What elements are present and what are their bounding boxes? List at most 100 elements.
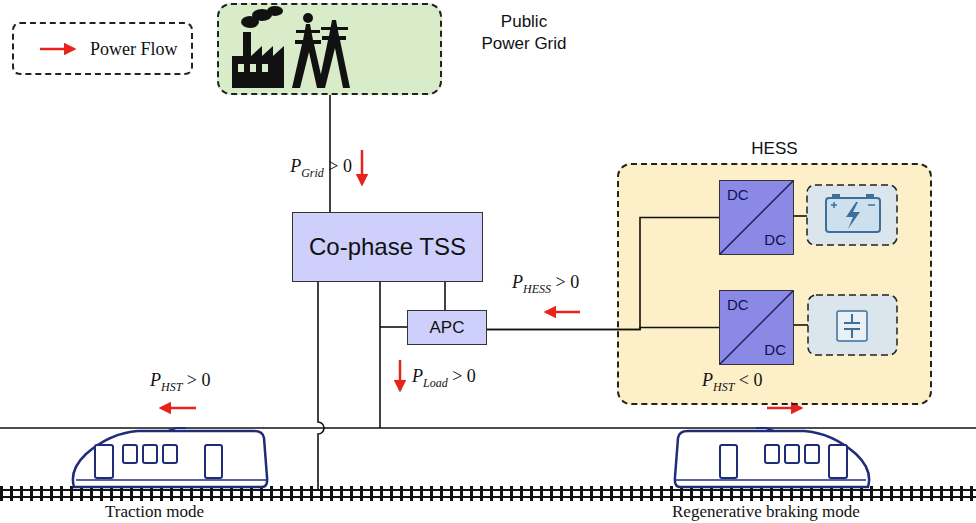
battery-unit [807, 185, 897, 245]
converter-diagonal [720, 291, 793, 364]
train-braking [805, 445, 819, 463]
wire [0, 216, 976, 490]
wire [379, 282, 381, 428]
symbol-letter: P [512, 272, 523, 292]
battery-unit [807, 185, 897, 245]
dcdc-converter: DC DC [719, 180, 794, 255]
train-braking [756, 428, 774, 431]
converter-diagonal [720, 181, 793, 254]
capacitor-unit [808, 295, 897, 355]
hess-ground [617, 163, 932, 405]
train-braking [676, 479, 866, 481]
dcdc-converter: DC DC [719, 290, 794, 365]
train-braking [765, 445, 779, 463]
train-braking [829, 445, 847, 478]
power-symbol: PGrid > 0 [290, 156, 352, 183]
symbol-letter: P [150, 370, 161, 390]
apc-box: APC [407, 310, 487, 345]
train-traction [73, 431, 267, 487]
power-flow-arrow [161, 407, 196, 410]
capacitor-unit [837, 311, 867, 341]
train-traction [73, 428, 267, 487]
battery-unit [832, 194, 840, 198]
train-braking [785, 445, 799, 463]
symbol-subscript: Grid [301, 166, 324, 180]
power-plant-icon [267, 6, 283, 16]
region-heading: HESS [619, 138, 930, 160]
power-symbol: PHESS > 0 [512, 272, 579, 299]
power-flow-arrow [161, 150, 801, 408]
wire [380, 326, 407, 328]
power-symbol: PHST > 0 [150, 370, 211, 397]
capacitor-unit [808, 295, 897, 355]
grid-region: Public Power Grid [217, 3, 442, 95]
train-braking [675, 428, 869, 487]
train-traction [143, 445, 157, 463]
mode-caption: Traction mode [105, 502, 204, 522]
legend-arrow-sample [38, 38, 82, 60]
symbol-relation: > 0 [182, 370, 210, 390]
battery-unit [826, 198, 880, 232]
power-line [487, 218, 719, 330]
pylon-icon [292, 24, 324, 88]
train-traction [168, 428, 186, 431]
converter-label: DC [764, 232, 786, 248]
power-flow-arrow [399, 360, 402, 390]
pylon-icon [318, 20, 350, 88]
power-symbol: PHST < 0 [702, 370, 763, 397]
symbol-letter: P [702, 370, 713, 390]
power-plant-icon [238, 64, 244, 72]
battery-unit [831, 202, 875, 208]
symbol-letter: P [290, 156, 301, 176]
symbol-relation: > 0 [551, 272, 579, 292]
wire [0, 427, 976, 429]
power-plant-icon [232, 32, 284, 88]
symbol-relation: > 0 [324, 156, 352, 176]
battery-unit [846, 202, 860, 229]
wire [792, 215, 807, 217]
converter-label: DC [764, 342, 786, 358]
battery-unit [866, 194, 874, 198]
legend-box: Power Flow [12, 22, 193, 75]
power-line [487, 328, 719, 330]
power-symbol: PLoad > 0 [412, 366, 476, 393]
hess-region: HESSDCDCDCDC [617, 163, 932, 405]
symbol-relation: < 0 [734, 370, 762, 390]
train-traction [95, 445, 113, 478]
legend-row: Power Flow [14, 38, 191, 60]
legend-text: Power Flow [90, 38, 178, 60]
power-plant-icon [232, 6, 284, 88]
converter-label: DC [727, 297, 749, 313]
symbol-subscript: HST [161, 380, 182, 394]
pylon-icon [292, 13, 350, 88]
train-traction [123, 445, 137, 463]
pylon-icon [303, 13, 313, 23]
box-label: APC [430, 318, 465, 338]
region-heading: Public Power Grid [478, 11, 570, 55]
converter-label: DC [727, 187, 749, 203]
wire [318, 282, 324, 490]
box-label: Co-phase TSS [309, 233, 466, 261]
legend-arrow-sample [40, 48, 74, 51]
power-flow-arrow [767, 407, 801, 410]
power-line [329, 95, 331, 212]
train-braking [675, 431, 869, 487]
substation-box: Co-phase TSS [292, 212, 483, 282]
train-traction [205, 445, 222, 478]
power-line [444, 282, 446, 310]
grid-ground [217, 3, 442, 95]
power-plant-icon [262, 64, 268, 72]
symbol-subscript: HST [713, 380, 734, 394]
rail-track [0, 490, 976, 497]
power-plant-icon [250, 64, 256, 72]
train-traction [163, 445, 177, 463]
power-flow-arrow [361, 150, 364, 184]
symbol-subscript: HESS [523, 282, 551, 296]
train-braking [720, 445, 737, 478]
symbol-letter: P [412, 366, 423, 386]
symbol-relation: > 0 [448, 366, 476, 386]
train-traction [76, 479, 266, 481]
